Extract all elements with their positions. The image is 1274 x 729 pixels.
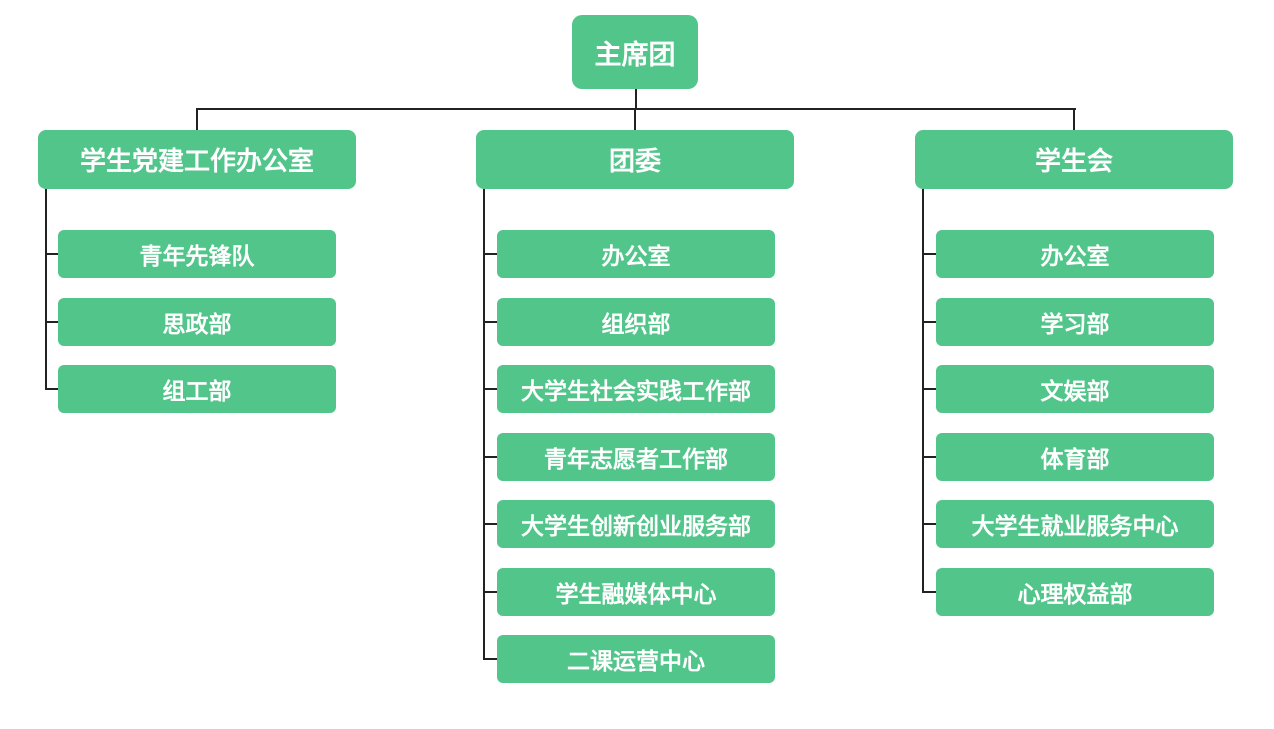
child-node-label: 办公室	[1040, 244, 1110, 270]
branch-1-child-3-connector	[483, 455, 497, 458]
child-node: 青年先锋队	[58, 230, 336, 278]
child-node-label: 青年志愿者工作部	[544, 446, 728, 473]
branch-node-2: 学生会	[915, 130, 1233, 189]
child-node: 大学生就业服务中心	[936, 500, 1214, 548]
child-node: 组织部	[497, 297, 775, 346]
child-node: 青年志愿者工作部	[497, 432, 775, 481]
root-node-label: 主席团	[594, 39, 676, 71]
child-node-label: 大学生社会实践工作部	[521, 379, 751, 405]
child-node-label: 学习部	[1040, 311, 1110, 338]
branch-2-child-2-connector	[922, 388, 936, 390]
branch-2-child-4-connector	[922, 523, 936, 525]
branch-2-child-5-connector	[922, 590, 936, 593]
branch-node-label: 学生会	[1034, 147, 1113, 177]
child-node-label: 二课运营中心	[567, 649, 705, 675]
child-node: 学生融媒体中心	[497, 567, 775, 616]
child-node-label: 办公室	[601, 244, 671, 270]
branch-node-label: 团委	[608, 147, 661, 177]
child-node: 大学生社会实践工作部	[497, 365, 775, 413]
child-node: 大学生创新创业服务部	[497, 500, 775, 548]
child-node-label: 大学生就业服务中心	[971, 514, 1179, 540]
branch-0-spine	[45, 189, 47, 390]
child-node: 学习部	[936, 297, 1214, 346]
root-connector	[635, 89, 637, 109]
branch-node-0: 学生党建工作办公室	[38, 130, 356, 189]
child-node-label: 组工部	[162, 379, 232, 405]
branch-0-child-2-connector	[45, 388, 58, 390]
branch-2-spine	[922, 189, 924, 593]
branch-node-1: 团委	[476, 130, 794, 189]
branch-2-child-0-connector	[922, 253, 936, 255]
child-node: 二课运营中心	[497, 635, 775, 683]
child-node: 思政部	[58, 297, 336, 346]
child-node: 组工部	[58, 365, 336, 413]
branch-0-connector	[196, 108, 198, 130]
child-node: 办公室	[497, 230, 775, 278]
branch-2-connector	[1073, 108, 1075, 130]
root-node: 主席团	[572, 15, 698, 89]
child-node: 体育部	[936, 432, 1214, 481]
child-node: 文娱部	[936, 365, 1214, 413]
branch-1-child-5-connector	[483, 590, 497, 593]
child-node-label: 文娱部	[1040, 379, 1110, 405]
top-horizontal-connector	[196, 108, 1076, 110]
child-node-label: 思政部	[162, 311, 232, 338]
branch-0-child-0-connector	[45, 253, 58, 255]
child-node-label: 学生融媒体中心	[555, 581, 717, 608]
branch-1-connector	[634, 108, 636, 130]
child-node: 心理权益部	[936, 567, 1214, 616]
branch-1-child-6-connector	[483, 658, 497, 660]
branch-node-label: 学生党建工作办公室	[79, 147, 314, 177]
child-node-label: 组织部	[601, 311, 671, 338]
branch-2-child-3-connector	[922, 455, 936, 458]
child-node: 办公室	[936, 230, 1214, 278]
branch-2-child-1-connector	[922, 320, 936, 323]
child-node-label: 大学生创新创业服务部	[521, 514, 751, 540]
branch-0-child-1-connector	[45, 320, 58, 323]
branch-1-spine	[483, 189, 485, 660]
child-node-label: 青年先锋队	[139, 244, 255, 270]
branch-1-child-2-connector	[483, 388, 497, 390]
child-node-label: 心理权益部	[1017, 581, 1133, 608]
branch-1-child-4-connector	[483, 523, 497, 525]
child-node-label: 体育部	[1040, 446, 1110, 473]
branch-1-child-0-connector	[483, 253, 497, 255]
branch-1-child-1-connector	[483, 320, 497, 323]
